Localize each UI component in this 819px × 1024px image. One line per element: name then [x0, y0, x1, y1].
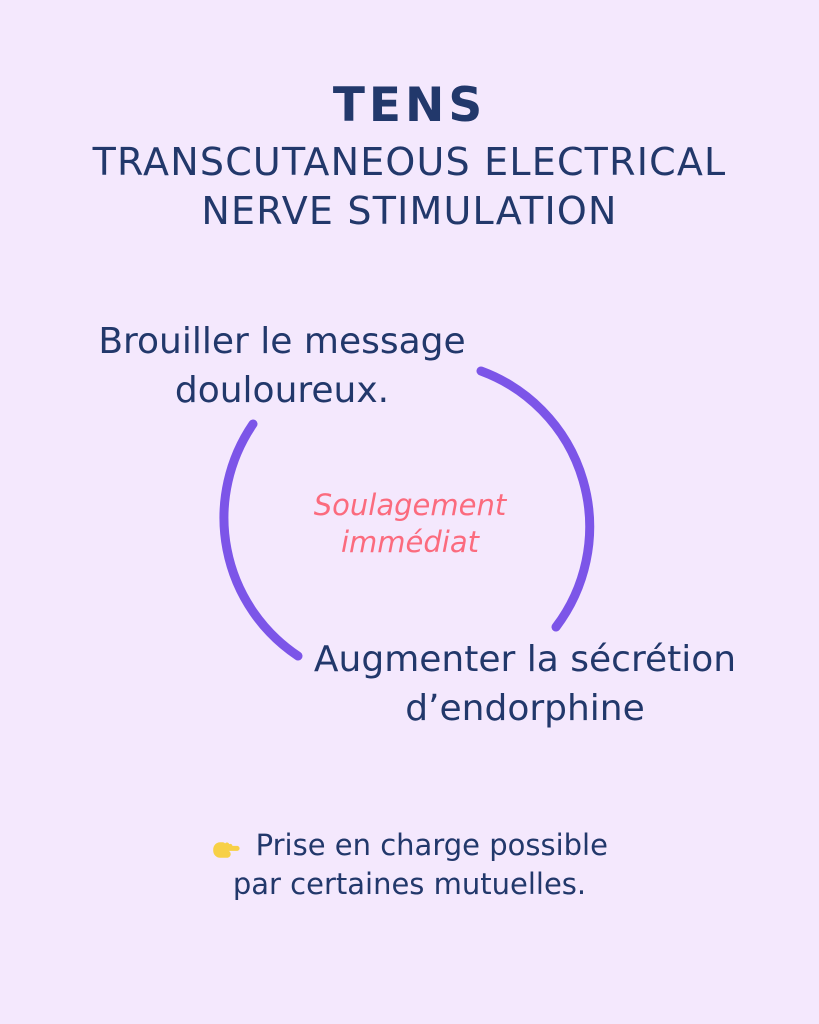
title-block: TENS TRANSCUTANEOUS ELECTRICAL NERVE STI…: [0, 82, 819, 235]
cycle-step-scramble-pain-message: Brouiller le message douloureux.: [98, 321, 466, 411]
cycle-step-increase-endorphin: Augmenter la sécrétion d’endorphine: [313, 639, 737, 729]
page-subtitle: TRANSCUTANEOUS ELECTRICAL NERVE STIMULAT…: [92, 139, 727, 233]
footer-text-1: Prise en charge possible: [255, 828, 608, 862]
footer-text-2: par certaines mutuelles.: [232, 867, 587, 902]
cycle-center-outcome: Soulagement immédiat: [313, 488, 507, 560]
pointing-right-hand-icon: [211, 833, 250, 864]
footer-line-1: Prise en charge possible: [0, 826, 819, 865]
page-title: TENS: [332, 78, 487, 133]
footer-note: Prise en charge possible par certaines m…: [0, 826, 819, 904]
